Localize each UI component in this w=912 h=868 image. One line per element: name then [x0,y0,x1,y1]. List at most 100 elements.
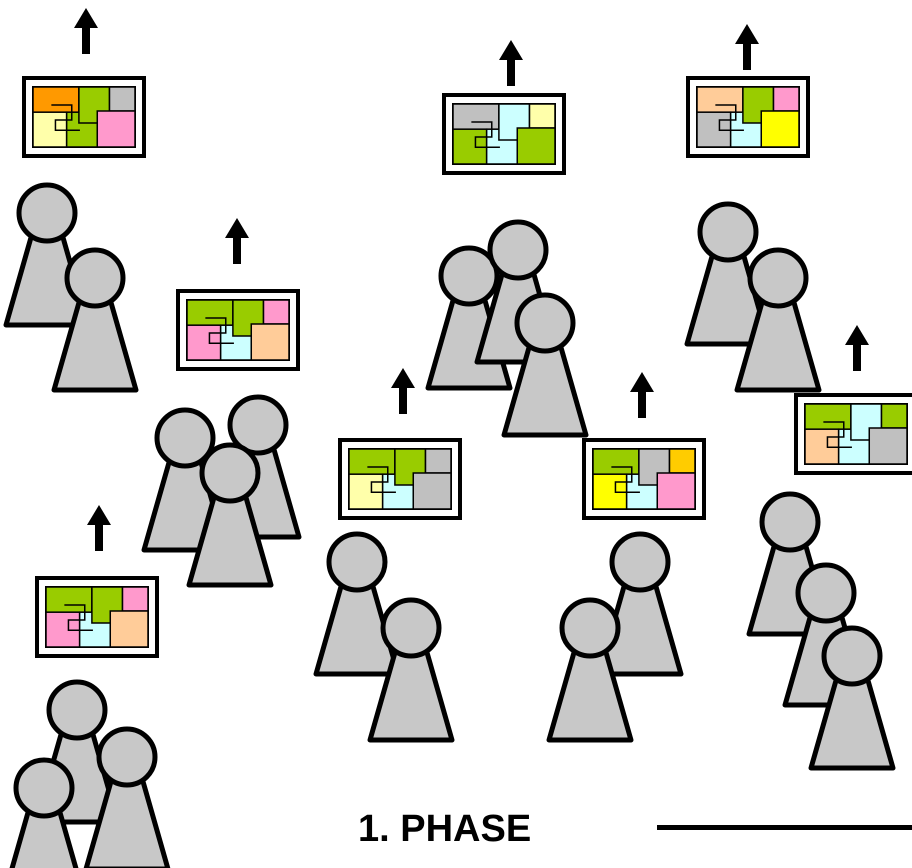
person-head [227,394,289,456]
arrow-shaft [399,384,407,414]
map-border [823,421,852,448]
person-icon [734,247,822,393]
up-arrow-icon [391,368,415,414]
arrow-shaft [853,341,861,371]
arrow-head [845,325,869,345]
map-card-icon [686,76,810,158]
arrow-head [499,40,523,60]
group-5 [684,24,822,393]
arrow-shaft [507,56,515,86]
person-head [326,531,388,593]
person-head [821,625,883,687]
person-head [795,562,857,624]
phase-divider-line [657,825,912,830]
up-arrow-icon [845,325,869,371]
person-head [199,442,261,504]
person-head [380,597,442,659]
person-head [13,757,75,819]
person-icon [808,625,896,771]
person-icon [596,531,684,677]
group-2 [141,218,302,588]
person-head [16,182,78,244]
map-border [715,104,744,131]
group-3 [9,505,171,868]
up-arrow-icon [735,24,759,70]
person-head [759,491,821,553]
person-icon [9,757,79,868]
arrow-shaft [95,521,103,551]
arrow-shaft [82,24,90,54]
map-region [516,127,556,165]
arrow-head [225,218,249,238]
person-head [559,597,621,659]
map-region [109,610,149,648]
map-region [262,299,290,325]
group-1 [3,8,146,393]
up-arrow-icon [74,8,98,54]
map-region [412,472,452,510]
person-icon [367,597,455,743]
person-head [154,407,216,469]
person-icon [83,726,171,868]
map-region [760,110,800,148]
person-head [487,219,549,281]
map-card-icon [794,393,912,475]
arrow-head [391,368,415,388]
map-card-icon [35,576,159,658]
up-arrow-icon [630,372,654,418]
group-7 [546,372,706,743]
arrow-head [735,24,759,44]
map-region [880,403,908,429]
person-icon [501,292,589,438]
group-8 [746,325,912,771]
arrow-head [87,505,111,525]
map-border [51,104,80,131]
map-region [186,299,234,326]
up-arrow-icon [87,505,111,551]
map-region [424,448,452,474]
person-icon [313,531,401,677]
map-region [232,299,265,337]
up-arrow-icon [499,40,523,86]
map-card-icon [176,289,300,371]
map-region [250,323,290,361]
person-icon [684,201,772,347]
map-region [108,86,136,112]
arrow-shaft [743,40,751,70]
person-head [64,247,126,309]
map-card-icon [338,438,462,520]
map-region [121,586,149,612]
person-icon [546,597,634,743]
arrow-head [630,372,654,392]
map-border [471,121,500,148]
up-arrow-icon [225,218,249,264]
person-head [697,201,759,263]
map-region [772,86,800,112]
phase-label: 1. PHASE [358,808,532,850]
person-head [514,292,576,354]
map-card-icon [22,76,146,158]
arrow-shaft [233,234,241,264]
person-head [96,726,158,788]
map-region [868,427,908,465]
arrow-head [74,8,98,28]
person-head [747,247,809,309]
map-card-icon [442,93,566,175]
map-region [528,103,556,129]
arrow-shaft [638,388,646,418]
map-border [64,604,93,631]
person-head [609,531,671,593]
person-icon [51,247,139,393]
map-region [668,448,696,474]
person-icon [186,442,274,588]
group-4 [425,40,589,438]
map-region [96,110,136,148]
map-border [367,466,396,493]
person-head [438,245,500,307]
person-head [46,679,108,741]
map-card-icon [582,438,706,520]
group-6 [313,368,462,743]
map-region [656,472,696,510]
map-border [205,317,234,344]
